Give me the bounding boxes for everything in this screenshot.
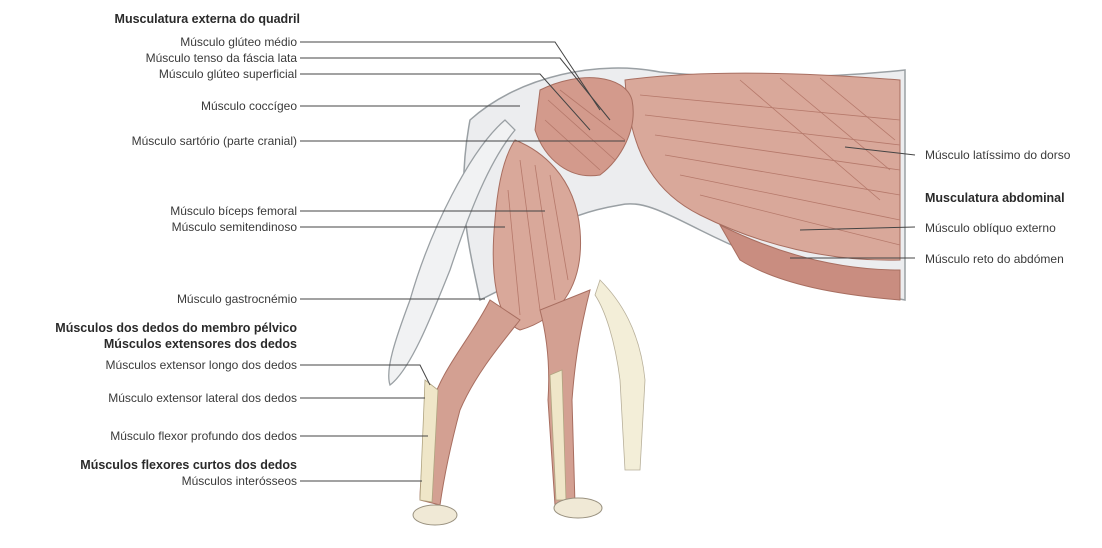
label-extensor-lateral: Músculo extensor lateral dos dedos xyxy=(30,391,297,405)
heading-flexores-curtos: Músculos flexores curtos dos dedos xyxy=(20,458,297,472)
label-gluteo-medio: Músculo glúteo médio xyxy=(60,35,297,49)
label-semitendinoso: Músculo semitendinoso xyxy=(60,220,297,234)
label-extensor-longo: Músculos extensor longo dos dedos xyxy=(30,358,297,372)
far-paw xyxy=(413,505,457,525)
label-gastrocnemio: Músculo gastrocnémio xyxy=(60,292,297,306)
latissimus-muscle xyxy=(625,73,900,260)
label-latissimo-dorso: Músculo latíssimo do dorso xyxy=(925,148,1070,162)
leader-extensor-longo xyxy=(300,365,430,385)
label-obliquo-externo: Músculo oblíquo externo xyxy=(925,221,1056,235)
fore-leg-shading xyxy=(595,280,645,470)
label-interosseos: Músculos interósseos xyxy=(60,474,297,488)
near-paw xyxy=(554,498,602,518)
heading-musculatura-quadril: Musculatura externa do quadril xyxy=(75,12,300,26)
label-sartorio: Músculo sartório (parte cranial) xyxy=(60,134,297,148)
label-gluteo-superficial: Músculo glúteo superficial xyxy=(60,67,297,81)
label-coccigeo: Músculo coccígeo xyxy=(60,99,297,113)
heading-extensores-dedos: Músculos extensores dos dedos xyxy=(0,337,297,351)
label-reto-abdomen: Músculo reto do abdómen xyxy=(925,252,1064,266)
label-flexor-profundo: Músculo flexor profundo dos dedos xyxy=(30,429,297,443)
heading-musculatura-abdominal: Musculatura abdominal xyxy=(925,191,1065,205)
heading-musculos-dedos: Músculos dos dedos do membro pélvico xyxy=(0,321,297,335)
label-tenso-fascia-lata: Músculo tenso da fáscia lata xyxy=(60,51,297,65)
label-biceps-femoral: Músculo bíceps femoral xyxy=(60,204,297,218)
